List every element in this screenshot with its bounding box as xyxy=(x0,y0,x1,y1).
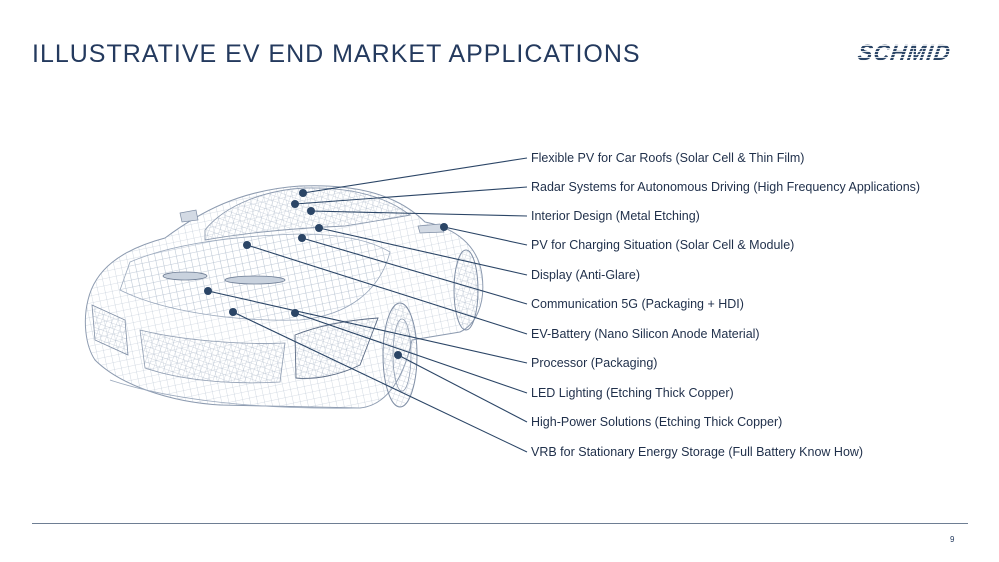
marker-dot xyxy=(299,189,307,197)
car-headlight-left xyxy=(91,304,129,356)
label-radar-systems: Radar Systems for Autonomous Driving (Hi… xyxy=(531,180,921,194)
label-communication-5g: Communication 5G (Packaging + HDI) xyxy=(531,297,744,311)
car-headlight-right xyxy=(294,317,379,379)
car-underline xyxy=(109,379,361,409)
marker-dot xyxy=(307,207,315,215)
page-number: 9 xyxy=(950,535,955,544)
footer-divider xyxy=(32,523,968,524)
marker-dot xyxy=(315,224,323,232)
label-pv-charging: PV for Charging Situation (Solar Cell & … xyxy=(531,238,795,252)
label-high-power: High-Power Solutions (Etching Thick Copp… xyxy=(531,415,783,429)
page-title: ILLUSTRATIVE EV END MARKET APPLICATIONS xyxy=(32,40,641,68)
leader-lines xyxy=(207,157,528,453)
leader-line xyxy=(232,311,528,453)
label-led-lighting: LED Lighting (Etching Thick Copper) xyxy=(531,386,734,400)
leader-line xyxy=(246,244,528,335)
car-vent-right xyxy=(224,275,286,285)
label-ev-battery: EV-Battery (Nano Silicon Anode Material) xyxy=(531,327,760,341)
label-interior-design: Interior Design (Metal Etching) xyxy=(531,209,700,223)
leader-line xyxy=(397,354,528,423)
leader-line xyxy=(310,210,528,217)
leader-line xyxy=(294,312,528,394)
marker-dot xyxy=(440,223,448,231)
leader-line xyxy=(294,186,528,205)
label-flexible-pv: Flexible PV for Car Roofs (Solar Cell & … xyxy=(531,151,805,165)
label-vrb-storage: VRB for Stationary Energy Storage (Full … xyxy=(531,445,864,459)
leader-line xyxy=(207,290,528,364)
marker-dot xyxy=(204,287,212,295)
car-mirror xyxy=(179,209,199,223)
marker-dot xyxy=(243,241,251,249)
markers xyxy=(204,189,448,359)
label-processor: Processor (Packaging) xyxy=(531,356,658,370)
leader-line xyxy=(443,226,528,246)
marker-dot xyxy=(291,309,299,317)
leader-line xyxy=(301,237,528,305)
car-front-wheel-rim xyxy=(392,318,412,392)
leader-line xyxy=(302,157,528,194)
leader-line xyxy=(318,227,528,276)
marker-dot xyxy=(298,234,306,242)
car-roof xyxy=(204,187,412,241)
marker-dot xyxy=(394,351,402,359)
car-mirror-right xyxy=(417,223,445,234)
marker-dot xyxy=(291,200,299,208)
marker-dot xyxy=(229,308,237,316)
car-rear-wheel xyxy=(453,249,479,331)
car-wireframe xyxy=(84,185,484,409)
car-vent-left xyxy=(162,271,208,281)
car-grille xyxy=(139,329,286,384)
label-display: Display (Anti-Glare) xyxy=(531,268,641,282)
